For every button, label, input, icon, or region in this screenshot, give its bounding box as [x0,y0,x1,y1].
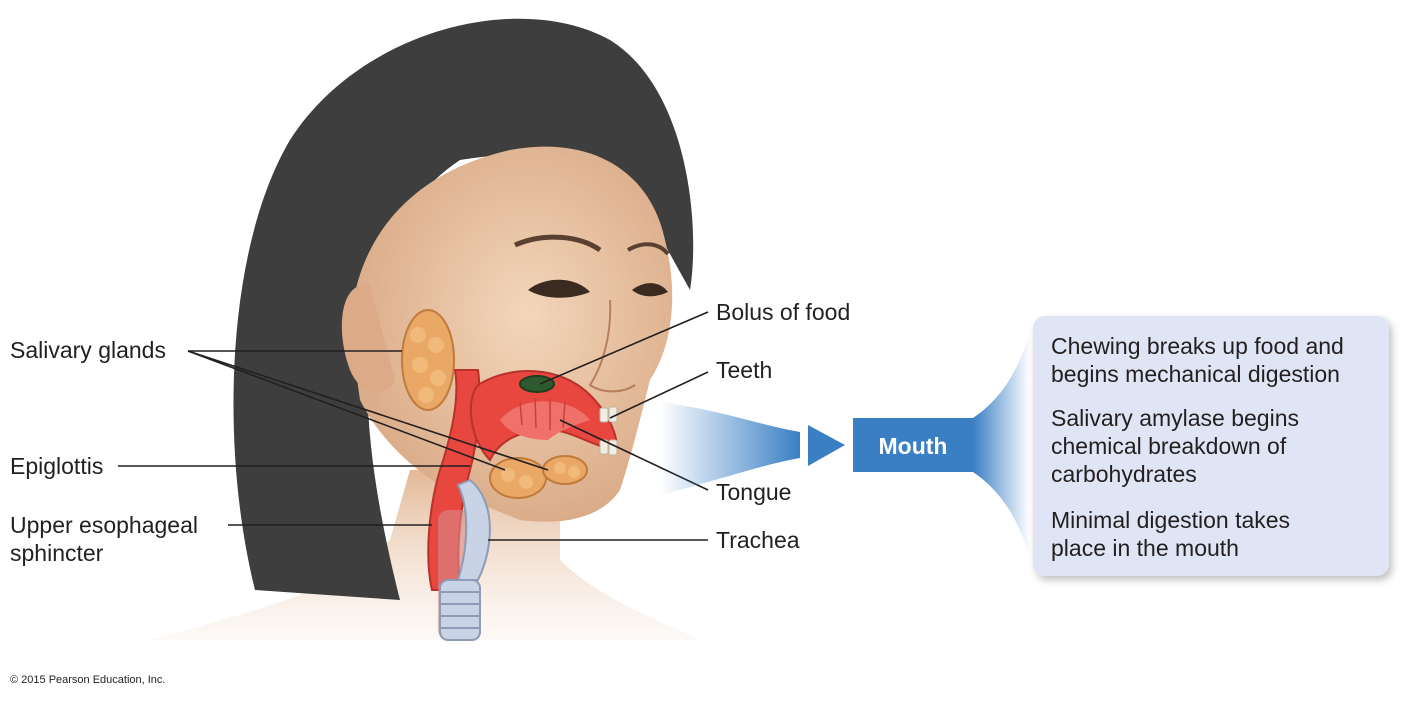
copyright-notice: © 2015 Pearson Education, Inc. [10,674,165,686]
mouth-label: Mouth [855,420,971,472]
fact-line: Chewing breaks up food and [1051,332,1344,360]
mouth-facts-box: Chewing breaks up food and begins mechan… [1033,316,1389,576]
bolus-of-food-label: Bolus of food [716,298,850,326]
ues-line1: Upper esophageal [10,511,198,539]
salivary-glands-label: Salivary glands [10,336,166,364]
ues-line2: sphincter [10,539,198,567]
parotid-gland [402,310,454,410]
fact-mechanical-digestion: Chewing breaks up food and begins mechan… [1051,332,1344,388]
fact-minimal-digestion: Minimal digestion takes place in the mou… [1051,506,1290,562]
sublingual-gland [543,456,587,484]
fact-line: begins mechanical digestion [1051,360,1344,388]
bolus [520,376,554,392]
upper-esophageal-sphincter-label: Upper esophageal sphincter [10,511,198,567]
submandibular-gland [490,458,546,498]
fact-line: chemical breakdown of [1051,432,1299,460]
fact-line: Salivary amylase begins [1051,404,1299,432]
trachea-label: Trachea [716,526,800,554]
arrow-head [808,425,845,466]
fact-salivary-amylase: Salivary amylase begins chemical breakdo… [1051,404,1299,488]
trachea-rings [440,580,480,640]
neck-shoulders [150,470,700,640]
right-funnel [973,330,1030,560]
teeth-label: Teeth [716,356,772,384]
epiglottis-label: Epiglottis [10,452,103,480]
tongue-label: Tongue [716,478,791,506]
fact-line: place in the mouth [1051,534,1290,562]
fact-line: Minimal digestion takes [1051,506,1290,534]
fact-line: carbohydrates [1051,460,1299,488]
